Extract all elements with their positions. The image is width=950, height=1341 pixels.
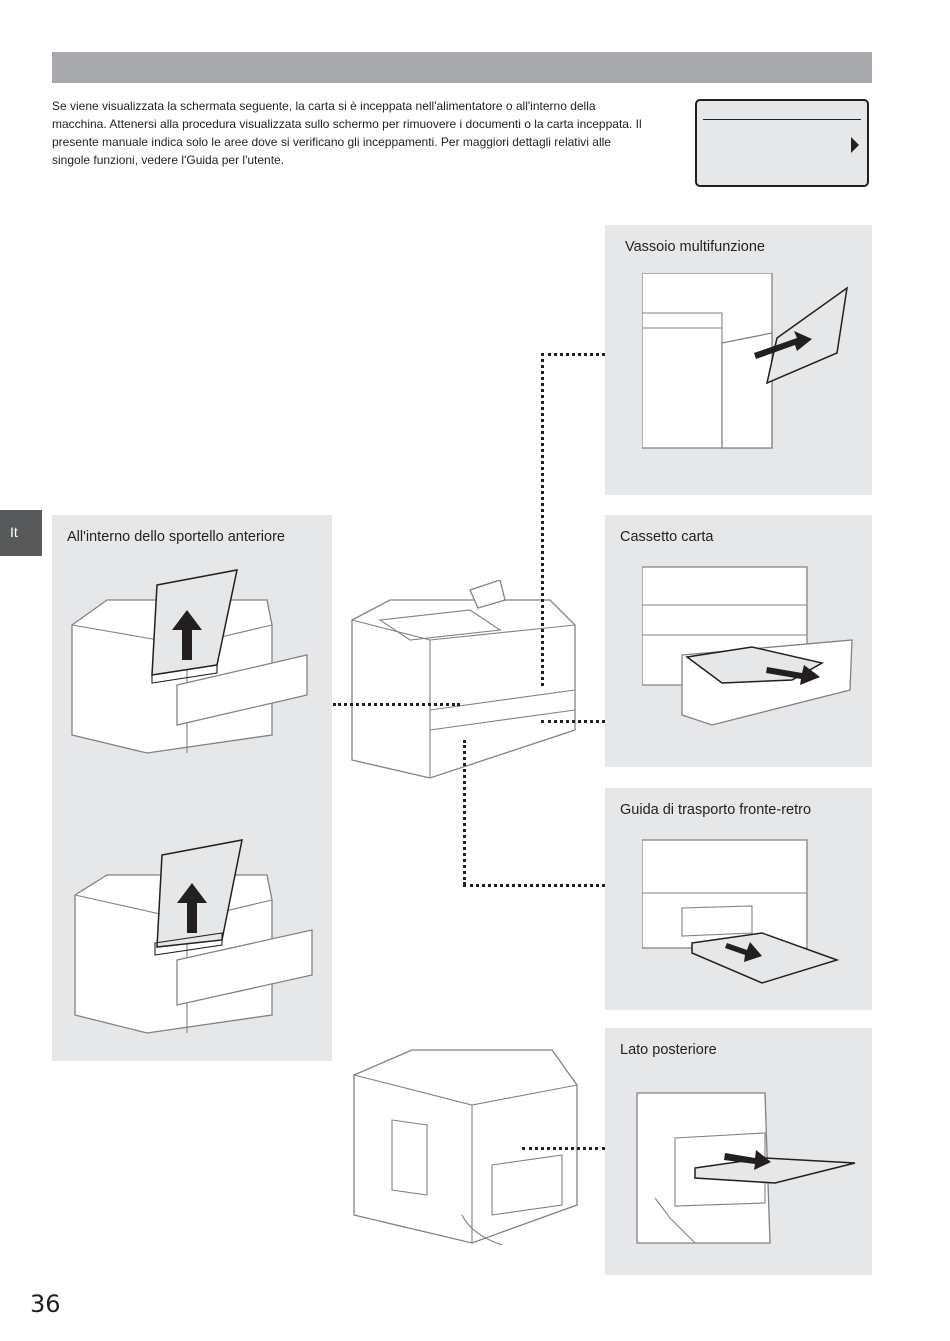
- connector-rear-side: [522, 1147, 605, 1150]
- connector-front-cover: [333, 703, 460, 706]
- connector-paper-drawer: [541, 720, 605, 723]
- panel-title-multipurpose-tray: Vassoio multifunzione: [625, 239, 765, 255]
- panel-front-cover: All'interno dello sportello anteriore: [52, 515, 332, 1061]
- connector-multipurpose: [541, 353, 605, 356]
- printer-front-open-illustration: [71, 569, 308, 754]
- printer-center-illustration: [351, 580, 576, 779]
- printer-rear-illustration: [353, 1049, 578, 1245]
- panel-paper-drawer: Cassetto carta: [605, 515, 872, 767]
- panel-rear-side: Lato posteriore: [605, 1028, 872, 1275]
- right-arrow-icon: [851, 137, 859, 153]
- rear-side-illustration: [636, 1092, 856, 1244]
- lcd-divider: [703, 119, 861, 120]
- lcd-screen-illustration: [695, 99, 869, 187]
- panel-title-duplex-guide: Guida di trasporto fronte-retro: [620, 802, 812, 818]
- connector-multipurpose-vertical: [541, 353, 544, 686]
- page-number: 36: [30, 1290, 61, 1318]
- panel-multipurpose-tray: Vassoio multifunzione: [605, 225, 872, 495]
- multipurpose-tray-illustration: [642, 273, 849, 449]
- panel-duplex-guide: Guida di trasporto fronte-retro: [605, 788, 872, 1010]
- connector-duplex: [463, 884, 605, 887]
- paper-drawer-illustration: [642, 566, 853, 726]
- panel-title-front-cover: All'interno dello sportello anteriore: [67, 529, 285, 545]
- language-tab: It: [0, 510, 42, 556]
- language-tab-label: It: [10, 524, 18, 540]
- intro-paragraph: Se viene visualizzata la schermata segue…: [52, 99, 642, 167]
- section-header-bar: [52, 52, 872, 83]
- connector-duplex-vertical: [463, 740, 466, 885]
- printer-front-open-illustration-2: [74, 839, 313, 1034]
- panel-title-rear-side: Lato posteriore: [620, 1042, 717, 1058]
- panel-title-paper-drawer: Cassetto carta: [620, 529, 714, 545]
- duplex-guide-illustration: [642, 839, 840, 984]
